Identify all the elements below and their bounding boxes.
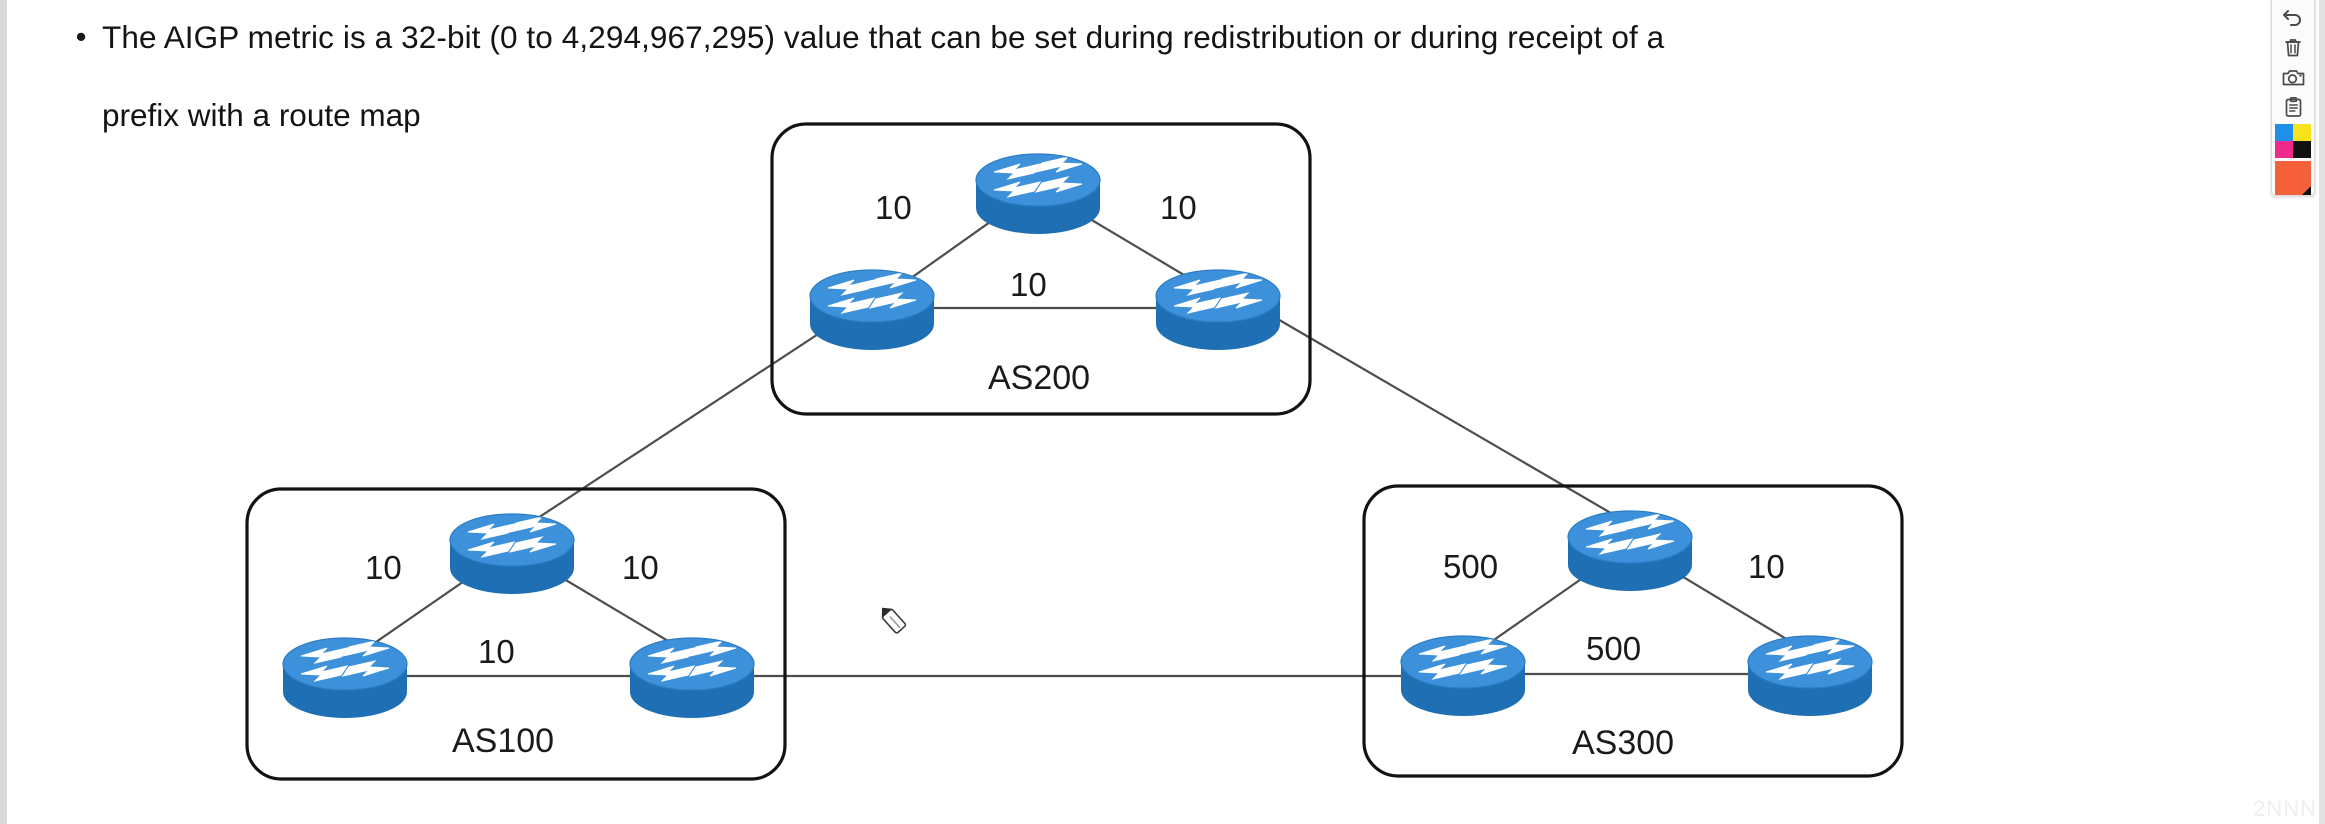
link-as200-as300 <box>1244 299 1641 531</box>
as200-boundary <box>770 122 1312 416</box>
swatch-yellow[interactable] <box>2293 124 2311 141</box>
floating-toolbar[interactable] <box>2271 0 2315 196</box>
as200-label: AS200 <box>988 359 1091 397</box>
bullet-line-2-text: prefix with a route map <box>102 97 421 133</box>
as100-boundary <box>245 487 787 781</box>
bullet-line-1: • The AIGP metric is a 32-bit (0 to 4,29… <box>60 10 2190 64</box>
cost-label-as100-right: 10 <box>622 549 659 586</box>
undo-icon[interactable] <box>2276 2 2310 32</box>
cost-label-as300-bottom: 500 <box>1586 630 1642 667</box>
cost-label-as100-bottom: 10 <box>478 633 515 670</box>
router-as300-top[interactable] <box>1567 510 1693 592</box>
watermark-text: 2NNN <box>2253 796 2317 821</box>
router-as200-top[interactable] <box>975 153 1101 235</box>
cost-label-as200-bottom: 10 <box>1010 266 1047 303</box>
router-as100-top[interactable] <box>449 513 575 595</box>
link-as100-as200 <box>511 299 871 536</box>
right-gutter <box>2319 0 2325 824</box>
color-palette[interactable] <box>2275 124 2311 158</box>
router-as100-right[interactable] <box>629 637 755 719</box>
left-gutter <box>0 0 7 824</box>
cost-label-as200-right: 10 <box>1160 189 1197 226</box>
cost-label-as200-left: 10 <box>875 189 912 226</box>
cost-label-as300-left: 500 <box>1443 548 1499 585</box>
bullet-marker-icon: • <box>75 19 87 54</box>
trash-icon[interactable] <box>2276 32 2310 62</box>
camera-icon[interactable] <box>2276 62 2310 92</box>
bullet-text-block: • The AIGP metric is a 32-bit (0 to 4,29… <box>60 10 2190 142</box>
swatch-active-color[interactable] <box>2275 161 2311 195</box>
router-as300-left[interactable] <box>1400 635 1526 717</box>
as100-label: AS100 <box>452 722 555 760</box>
router-as200-right[interactable] <box>1155 269 1281 351</box>
swatch-blue[interactable] <box>2275 124 2293 141</box>
as300-label: AS300 <box>1572 724 1675 762</box>
bullet-line-1-text: The AIGP metric is a 32-bit (0 to 4,294,… <box>102 19 1665 55</box>
router-as200-left[interactable] <box>809 269 935 351</box>
cost-label-as300-right: 10 <box>1748 548 1785 585</box>
router-as300-right[interactable] <box>1747 635 1873 717</box>
as300-boundary <box>1362 484 1904 778</box>
router-as100-left[interactable] <box>282 637 408 719</box>
pen-cursor <box>881 607 907 634</box>
cost-label-as100-left: 10 <box>365 549 402 586</box>
swatch-corner-indicator <box>2302 186 2311 195</box>
swatch-magenta[interactable] <box>2275 141 2293 158</box>
swatch-black[interactable] <box>2293 141 2311 158</box>
clipboard-icon[interactable] <box>2276 92 2310 122</box>
